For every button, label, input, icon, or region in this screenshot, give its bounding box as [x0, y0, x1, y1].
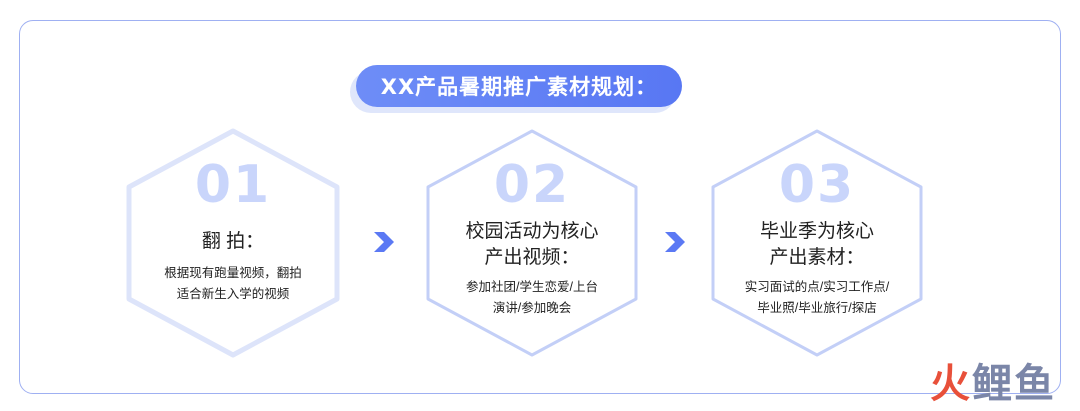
step-desc-line: 参加社团/学生恋爱/上台 — [466, 280, 598, 294]
step-card-02: 02 校园活动为核心 产出视频： 参加社团/学生恋爱/上台 演讲/参加晚会 — [424, 127, 640, 359]
step-desc-line: 演讲/参加晚会 — [492, 301, 572, 315]
hexagon-shape — [126, 128, 340, 358]
watermark-part: 火 — [930, 361, 972, 407]
step-title-line: 毕业季为核心 — [759, 221, 874, 242]
step-desc-line: 根据现有跑量视频，翻拍 — [164, 266, 302, 280]
step-card-03: 03 毕业季为核心 产出素材： 实习面试的点/实习工作点/ 毕业照/毕业旅行/探… — [709, 127, 925, 359]
hexagon-shape — [426, 129, 638, 357]
chevron-right-icon — [665, 232, 685, 252]
watermark-logo: 火鲤鱼 — [930, 351, 1056, 409]
step-title-line: 产出视频： — [484, 247, 580, 268]
step-card-01: 01 翻 拍： 根据现有跑量视频，翻拍 适合新生入学的视频 — [125, 127, 341, 359]
step-desc-line: 适合新生入学的视频 — [176, 287, 290, 301]
step-number: 03 — [778, 155, 856, 215]
plan-title: XX产品暑期推广素材规划： — [356, 65, 682, 107]
step-title-line: 校园活动为核心 — [465, 221, 599, 242]
step-number: 02 — [493, 155, 571, 215]
step-title-line: 产出素材： — [769, 247, 865, 268]
step-number: 01 — [194, 155, 272, 215]
hexagon-shape — [711, 129, 923, 357]
step-desc-line: 毕业照/毕业旅行/探店 — [757, 301, 877, 315]
chevron-right-icon — [374, 232, 394, 252]
step-desc-line: 实习面试的点/实习工作点/ — [744, 280, 890, 294]
watermark-part: 鲤鱼 — [972, 361, 1056, 407]
step-title-line: 翻 拍： — [201, 231, 265, 252]
